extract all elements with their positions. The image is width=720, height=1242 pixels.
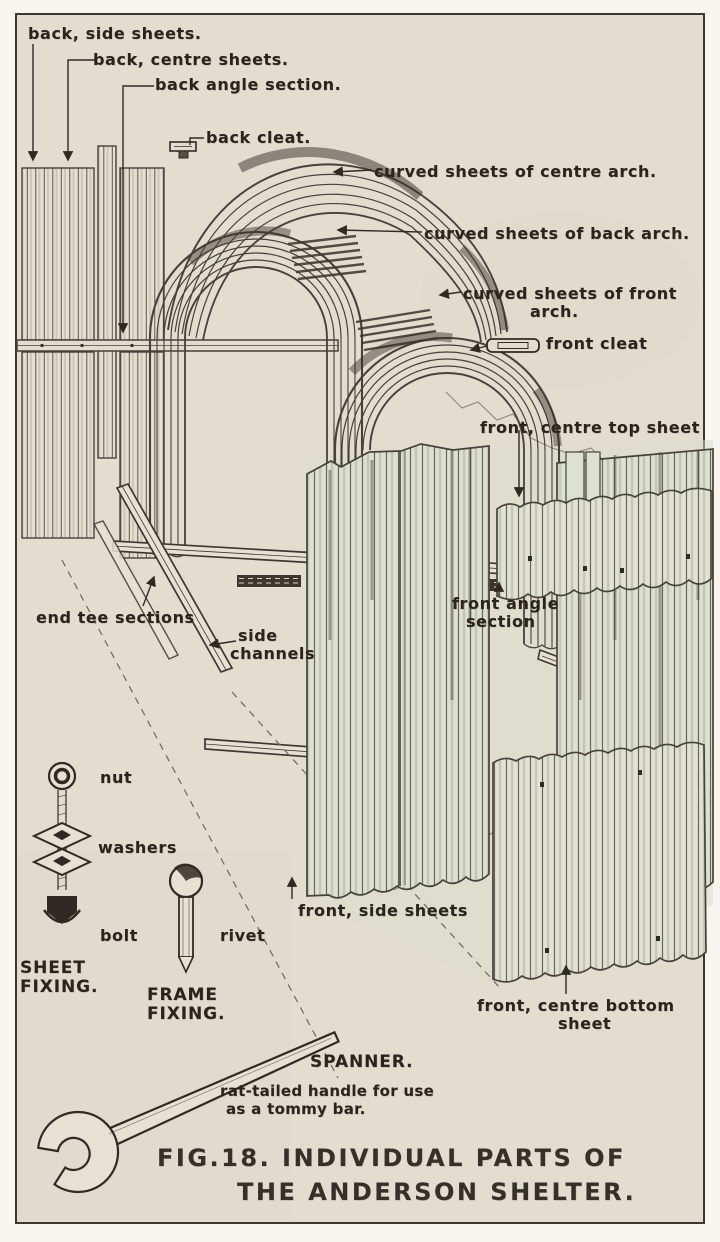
washers-icon <box>31 821 93 877</box>
label-back-side-sheets: back, side sheets. <box>28 24 202 43</box>
front-side-sheets-panel <box>306 443 490 899</box>
label-spanner-note-line1: rat-tailed handle for use <box>220 1082 435 1100</box>
bolt-icon <box>43 896 81 924</box>
label-front-angle-line1: front angle <box>452 594 560 613</box>
end-tee-sections-bars <box>92 482 234 674</box>
label-front-centre-bottom-line2: sheet <box>558 1014 612 1033</box>
label-back-angle-section: back angle section. <box>155 75 342 94</box>
figure-caption-line1: FIG.18. INDIVIDUAL PARTS OF <box>157 1144 626 1172</box>
front-centre-top-sheet-panel <box>496 451 713 601</box>
front-cleat-icon <box>486 338 540 353</box>
label-nut: nut <box>100 768 133 787</box>
nut-icon <box>47 761 77 791</box>
label-front-angle-line2: section <box>466 612 536 631</box>
label-front-centre-bottom-line1: front, centre bottom <box>477 996 675 1015</box>
label-back-cleat: back cleat. <box>206 128 311 147</box>
label-curved-front-arch-line2: arch. <box>530 302 579 321</box>
front-centre-bottom-sheet-panel <box>492 741 707 983</box>
rivet-icon <box>168 863 204 974</box>
label-front-centre-top-sheet: front, centre top sheet <box>480 418 700 437</box>
label-rivet: rivet <box>220 926 266 945</box>
label-bolt: bolt <box>100 926 138 945</box>
label-front-side-sheets: front, side sheets <box>298 901 469 920</box>
frame-fixing-group <box>168 863 204 974</box>
label-frame-fixing-line2: FIXING. <box>147 1004 226 1024</box>
centre-arch <box>167 147 509 343</box>
label-front-cleat: front cleat <box>546 334 648 353</box>
figure-caption-line2: THE ANDERSON SHELTER. <box>237 1178 637 1206</box>
label-sheet-fixing-line2: FIXING. <box>20 977 99 997</box>
label-spanner-note-line2: as a tommy bar. <box>226 1100 366 1118</box>
label-end-tee-sections: end tee sections <box>36 608 195 627</box>
back-cleat-icon <box>169 141 197 159</box>
label-side-channels-line1: side <box>238 626 278 645</box>
label-curved-centre-arch: curved sheets of centre arch. <box>374 162 657 181</box>
label-spanner: SPANNER. <box>310 1052 414 1072</box>
label-back-centre-sheets: back, centre sheets. <box>93 50 289 69</box>
leader-lines <box>27 44 572 994</box>
label-washers: washers <box>98 838 177 857</box>
label-curved-front-arch-line1: curved sheets of front <box>463 284 678 303</box>
sheet-end-hatching <box>287 234 439 352</box>
label-curved-back-arch: curved sheets of back arch. <box>424 224 690 243</box>
sheet-fixing-group <box>31 761 93 924</box>
label-sheet-fixing-line1: SHEET <box>20 958 86 978</box>
label-frame-fixing-line1: FRAME <box>147 985 218 1005</box>
spanner-icon <box>37 1030 341 1194</box>
label-side-channels-line2: channels <box>230 644 316 663</box>
